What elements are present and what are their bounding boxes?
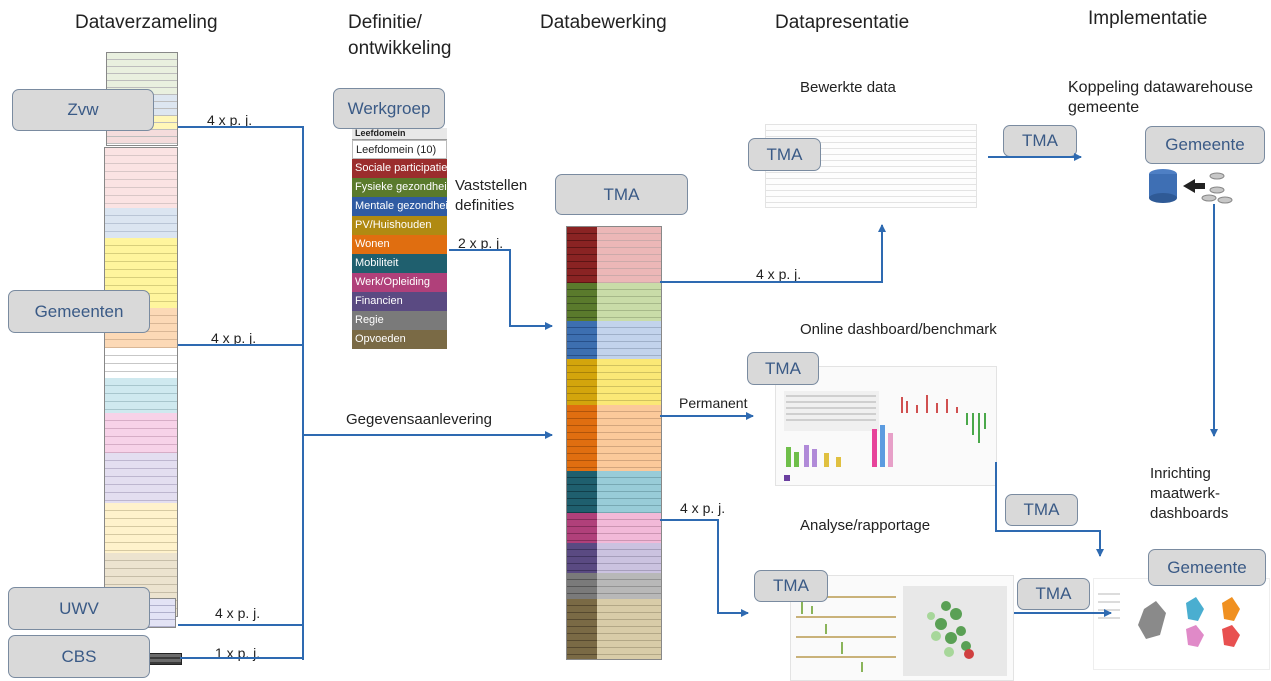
leefdomein-item-1: Fysieke gezondheid xyxy=(352,178,453,197)
arrow-dashboard xyxy=(995,462,1104,557)
leefdomein-item-4: Wonen xyxy=(352,235,447,254)
tma-box-bewerkt: TMA xyxy=(748,138,821,171)
gemeente-box-top: Gemeente xyxy=(1145,126,1265,164)
column-title-definitie: Definitie/ ontwikkeling xyxy=(348,12,452,59)
analyse-label: Analyse/rapportage xyxy=(800,517,931,534)
freq-label-zvw: 4 x p. j. xyxy=(207,112,253,128)
online-dashboard-screenshot xyxy=(775,366,997,486)
source-box-gemeenten: Gemeenten xyxy=(8,290,150,333)
tma-box-analyse: TMA xyxy=(754,570,828,602)
arrow-definities xyxy=(449,249,553,330)
tma-box-koppeling: TMA xyxy=(1003,125,1077,157)
datawarehouse-icon xyxy=(1149,169,1233,204)
leefdomein-item-6: Werk/Opleiding xyxy=(352,273,447,292)
koppeling-label: Koppeling datawarehouse gemeente xyxy=(1068,79,1254,116)
gegevensaanlevering-label: Gegevensaanlevering xyxy=(346,411,492,428)
freq-label-bewerkt: 4 x p. j. xyxy=(756,266,802,282)
arrow-bewerkt xyxy=(660,224,886,283)
maatwerk-graphic xyxy=(1098,593,1240,647)
column-title-datapresentatie: Datapresentatie xyxy=(775,12,910,33)
leefdomein-item-2: Mentale gezondheid xyxy=(352,197,454,216)
column-title-databewerking: Databewerking xyxy=(540,12,667,33)
leefdomein-item-0: Sociale participatie xyxy=(352,159,447,178)
online-dashboard-label: Online dashboard/benchmark xyxy=(800,321,997,338)
tma-box-inrichting: TMA xyxy=(1005,494,1078,526)
freq-label-analyse: 4 x p. j. xyxy=(680,500,726,516)
leefdomein-list: Leefdomein Leefdomein (10) Sociale parti… xyxy=(352,128,454,349)
arrow-analyse xyxy=(660,519,749,617)
bewerkte-data-label: Bewerkte data xyxy=(800,79,896,96)
tma-processing-sheet xyxy=(566,226,662,660)
column-title-dataverzameling: Dataverzameling xyxy=(75,12,218,33)
tma-box-online: TMA xyxy=(747,352,819,385)
tma-main-box: TMA xyxy=(555,174,688,215)
leefdomein-item-all: Leefdomein (10) xyxy=(352,140,447,159)
source-box-cbs: CBS xyxy=(8,635,150,678)
source-spreadsheet-top xyxy=(106,52,178,146)
leefdomein-item-7: Financien xyxy=(352,292,447,311)
line-zvw xyxy=(178,126,304,660)
leefdomein-item-9: Opvoeden xyxy=(352,330,447,349)
online-dashboard-graphic xyxy=(784,391,986,481)
tma-box-analyse-right: TMA xyxy=(1017,578,1090,610)
analyse-graphic xyxy=(796,586,1007,676)
column-title-implementatie: Implementatie xyxy=(1088,8,1208,29)
freq-label-gemeenten: 4 x p. j. xyxy=(211,330,257,346)
leefdomein-header: Leefdomein xyxy=(352,128,447,140)
source-box-zvw: Zvw xyxy=(12,89,154,131)
inrichting-label: Inrichting maatwerk- dashboards xyxy=(1150,465,1229,522)
vaststellen-label: Vaststellen definities xyxy=(455,177,528,214)
permanent-label: Permanent xyxy=(679,395,748,411)
freq-label-uwv: 4 x p. j. xyxy=(215,605,261,621)
leefdomein-item-8: Regie xyxy=(352,311,447,330)
leefdomein-item-3: PV/Huishouden xyxy=(352,216,447,235)
leefdomein-item-5: Mobiliteit xyxy=(352,254,447,273)
gemeente-box-bottom: Gemeente xyxy=(1148,549,1266,586)
freq-label-definities: 2 x p. j. xyxy=(458,235,504,251)
source-box-uwv: UWV xyxy=(8,587,150,630)
werkgroep-box: Werkgroep xyxy=(333,88,445,129)
